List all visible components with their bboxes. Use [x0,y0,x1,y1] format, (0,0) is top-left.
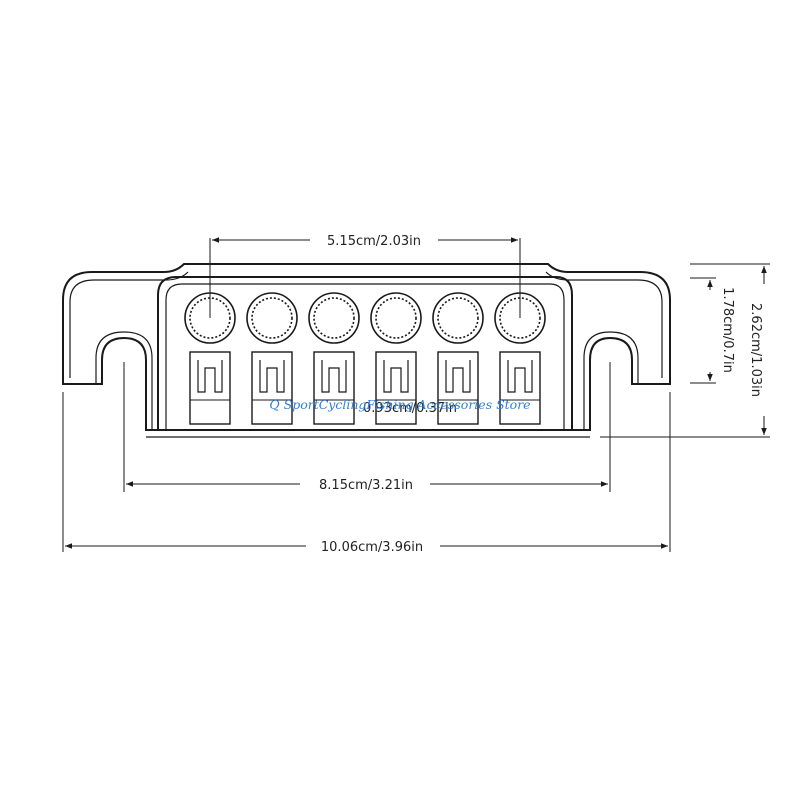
dim-overall-height-label: 2.62cm/1.03in [748,303,763,397]
saddle [308,292,360,425]
saddle-head [432,292,484,344]
dim-overall-length: 10.06cm/3.96in [62,392,671,555]
saddle-thread [251,297,293,339]
saddle-slot [197,360,223,393]
saddle-body [499,351,541,425]
saddle-head [246,292,298,344]
dim-overall-length-label: 10.06cm/3.96in [321,540,423,555]
right-mount-slot [583,331,639,430]
dim-mount-hole-spacing-label: 8.15cm/3.21in [319,478,413,493]
saddle-slot [383,360,409,393]
saddle-slot [259,360,285,393]
store-watermark: Q SportCyclingFishing Accessories Store [269,397,530,412]
saddle-body [437,351,479,425]
saddle-thread [375,297,417,339]
saddle-head [308,292,360,344]
dim-saddle-width-label: 0.93cm/0.37in [363,401,457,416]
saddle [246,292,298,425]
dim-overall-height: 2.62cm/1.03in [600,263,770,438]
dim-saddle-width: 0.93cm/0.37in [363,401,457,416]
saddle-slot [507,360,533,393]
dim-string-spacing: 5.15cm/2.03in [209,234,521,318]
saddle-housing-inner [165,283,565,430]
dim-saddle-height-label: 1.78cm/0.7in [720,287,735,373]
dim-saddle-height: 1.78cm/0.7in [690,277,735,384]
saddle-slot [445,360,471,393]
saddle-body [313,351,355,425]
saddle-thread [313,297,355,339]
dim-mount-hole-spacing: 8.15cm/3.21in [123,362,611,493]
dim-string-spacing-label: 5.15cm/2.03in [327,234,421,249]
saddle-body [251,351,293,425]
saddle-slot [321,360,347,393]
saddle [370,292,422,425]
saddle-group [184,292,546,425]
bridge-body [62,263,671,438]
left-mount-slot [95,331,153,430]
saddle [432,292,484,425]
saddle-thread [437,297,479,339]
saddle-body [375,351,417,425]
base-plate-outline [62,263,671,431]
saddle-head [370,292,422,344]
saddle-body [189,351,231,425]
saddle-housing [157,276,573,430]
